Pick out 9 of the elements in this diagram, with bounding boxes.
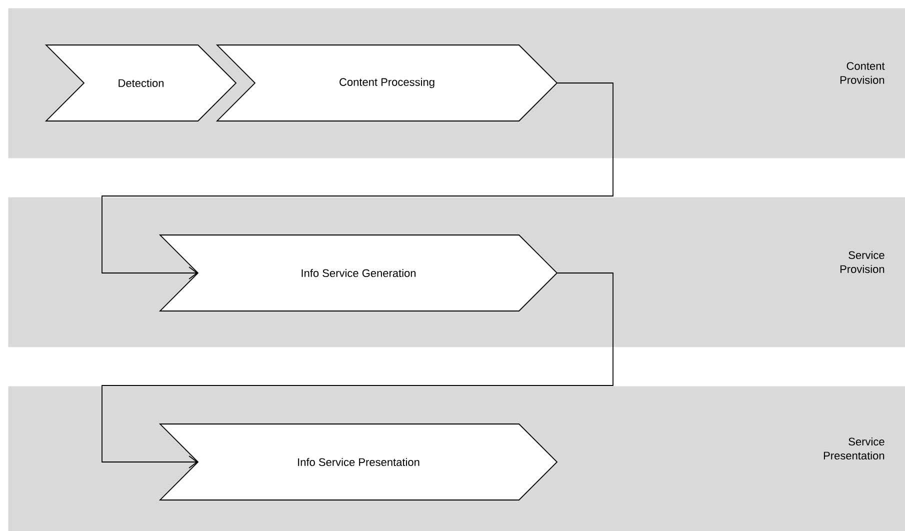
connector-arrow [102,272,614,468]
lane-label: Service Presentation [824,437,884,460]
chevron: Info Service Presentation [158,424,558,500]
chevron: Content Processing [216,44,558,122]
chevron: Info Service Generation [158,234,558,312]
lane-label: Content Provision [840,62,885,84]
chevron: Detection [44,44,237,122]
connector-arrow [102,82,614,280]
lane-label: Service Provision [840,250,884,274]
